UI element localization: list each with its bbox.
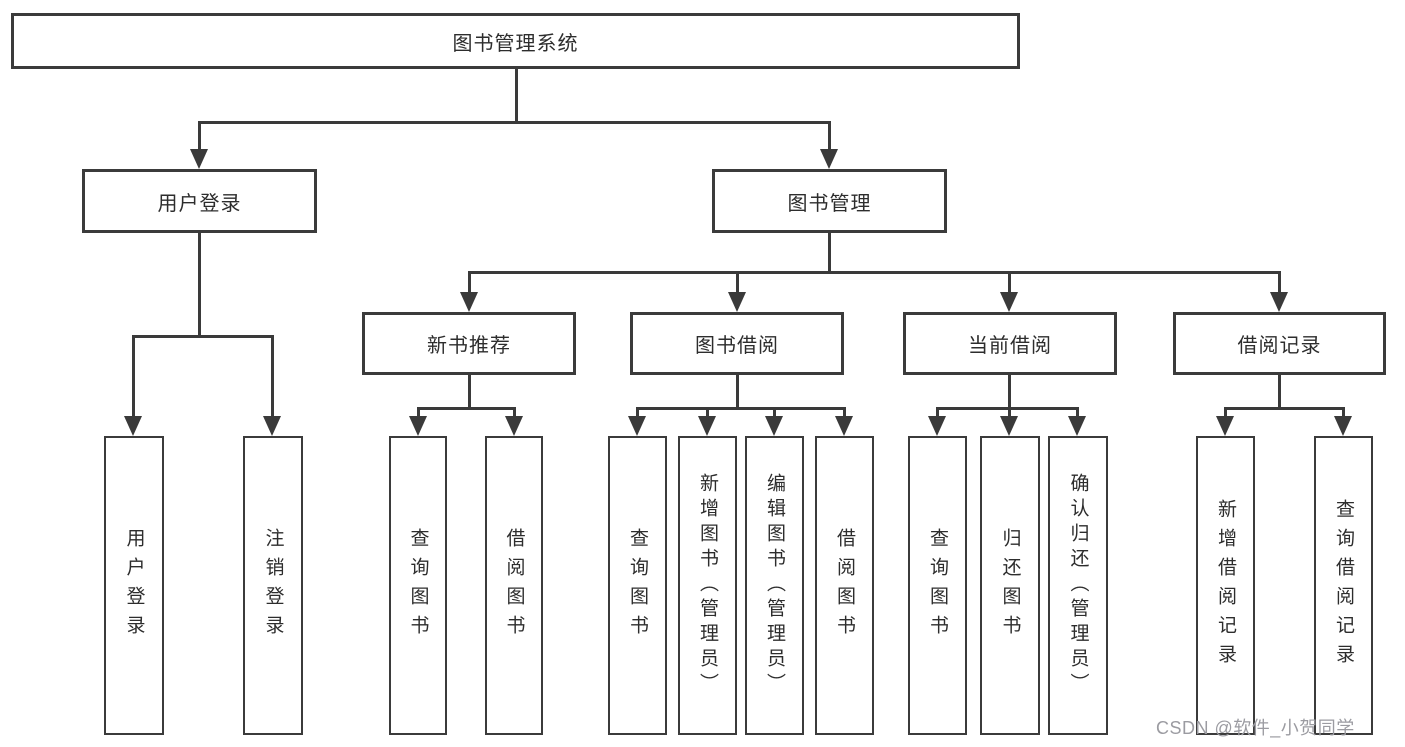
arrow-down-icon [124, 416, 142, 436]
node-label: 图书管理 [787, 192, 872, 215]
node-current-borrowing: 当前借阅 [903, 312, 1117, 375]
connector-line [1224, 407, 1227, 416]
arrow-down-icon [835, 416, 853, 436]
connector-line [198, 121, 830, 124]
connector-line [936, 407, 939, 416]
arrow-down-icon [1000, 416, 1018, 436]
connector-line [736, 375, 739, 410]
connector-line [1278, 271, 1281, 292]
connector-line [1008, 271, 1011, 292]
node-label: 图书借阅 [695, 335, 779, 357]
leaf-label: 确认归还（管理员） [1067, 473, 1089, 698]
leaf-confirm-return-admin: 确认归还（管理员） [1048, 436, 1108, 735]
node-borrowing-records: 借阅记录 [1173, 312, 1386, 375]
connector-line [1008, 375, 1011, 410]
node-book-borrowing: 图书借阅 [630, 312, 844, 375]
leaf-label: 注销登录 [262, 527, 284, 644]
leaf-user-login: 用户登录 [104, 436, 164, 735]
leaf-label: 新增借阅记录 [1215, 498, 1236, 673]
arrow-down-icon [1270, 292, 1288, 312]
connector-line [417, 407, 515, 410]
connector-line [636, 407, 846, 410]
leaf-label: 查询图书 [407, 527, 429, 644]
connector-line [468, 271, 1281, 274]
leaf-add-borrow-record: 新增借阅记录 [1196, 436, 1255, 735]
leaf-label: 编辑图书（管理员） [764, 473, 785, 698]
connector-line [828, 121, 831, 151]
arrow-down-icon [1334, 416, 1352, 436]
connector-line [636, 407, 639, 416]
connector-line [513, 407, 516, 416]
leaf-query-borrow-record: 查询借阅记录 [1314, 436, 1373, 735]
arrow-down-icon [190, 149, 208, 169]
arrow-down-icon [460, 292, 478, 312]
connector-line [198, 121, 201, 151]
arrow-down-icon [409, 416, 427, 436]
leaf-label: 查询图书 [927, 527, 948, 644]
arrow-down-icon [765, 416, 783, 436]
node-label: 借阅记录 [1237, 335, 1322, 357]
node-user-login: 用户登录 [82, 169, 317, 233]
arrow-down-icon [728, 292, 746, 312]
connector-line [936, 407, 1078, 410]
leaf-borrow-books-recommend: 借阅图书 [485, 436, 543, 735]
connector-line [132, 335, 135, 416]
leaf-return-books: 归还图书 [980, 436, 1040, 735]
connector-line [515, 69, 518, 121]
connector-line [843, 407, 846, 416]
connector-line [132, 335, 274, 338]
watermark-text: CSDN @软件_小贺同学 [1156, 718, 1355, 738]
arrow-down-icon [505, 416, 523, 436]
connector-line [1008, 407, 1011, 416]
leaf-label: 用户登录 [123, 527, 145, 644]
node-label: 用户登录 [157, 192, 242, 215]
connector-line [1342, 407, 1345, 416]
node-new-book-recommendation: 新书推荐 [362, 312, 576, 375]
leaf-query-books-recommend: 查询图书 [389, 436, 447, 735]
connector-line [828, 233, 831, 274]
connector-line [1076, 407, 1079, 416]
leaf-add-books-admin: 新增图书（管理员） [678, 436, 737, 735]
node-label: 新书推荐 [427, 335, 511, 357]
leaf-label: 查询借阅记录 [1333, 498, 1354, 673]
connector-line [417, 407, 420, 416]
connector-line [1278, 375, 1281, 410]
node-label: 图书管理系统 [452, 32, 579, 55]
leaf-query-books-borrowing: 查询图书 [608, 436, 667, 735]
leaf-label: 新增图书（管理员） [697, 473, 718, 698]
arrow-down-icon [628, 416, 646, 436]
leaf-edit-books-admin: 编辑图书（管理员） [745, 436, 804, 735]
connector-line [271, 335, 274, 416]
leaf-label: 借阅图书 [503, 527, 525, 644]
node-book-management: 图书管理 [712, 169, 947, 233]
leaf-label: 借阅图书 [834, 527, 855, 644]
leaf-label: 查询图书 [627, 527, 648, 644]
leaf-label: 归还图书 [999, 527, 1021, 644]
arrow-down-icon [1000, 292, 1018, 312]
node-library-system: 图书管理系统 [11, 13, 1020, 69]
arrow-down-icon [820, 149, 838, 169]
leaf-logout-login: 注销登录 [243, 436, 303, 735]
arrow-down-icon [263, 416, 281, 436]
arrow-down-icon [1216, 416, 1234, 436]
connector-line [198, 233, 201, 338]
connector-line [736, 271, 739, 292]
connector-line [773, 407, 776, 416]
connector-line [468, 271, 471, 292]
node-label: 当前借阅 [968, 335, 1052, 357]
arrow-down-icon [928, 416, 946, 436]
leaf-borrow-books-borrowing: 借阅图书 [815, 436, 874, 735]
leaf-query-books-current: 查询图书 [908, 436, 967, 735]
connector-line [706, 407, 709, 416]
connector-line [468, 375, 471, 410]
arrow-down-icon [698, 416, 716, 436]
arrow-down-icon [1068, 416, 1086, 436]
connector-line [1224, 407, 1344, 410]
